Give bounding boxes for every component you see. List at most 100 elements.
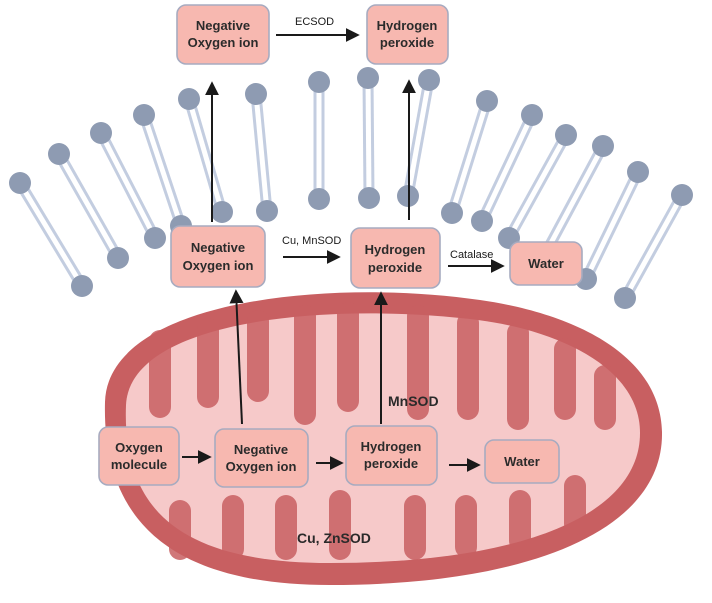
phospholipid [308,71,330,210]
lipid-head [471,210,493,232]
crista-fold [407,305,429,420]
lipid-tail [370,77,375,198]
lipid-tail [402,79,427,196]
lipid-tail [96,134,153,241]
lipid-head [256,200,278,222]
box-bot-negative-line-2: Oxygen ion [226,459,297,474]
box-top-negative-oxygen-ion: Negative Oxygen ion [176,4,270,65]
box-bot-negative-line-1: Negative [234,442,288,457]
crista-fold [507,322,529,430]
lipid-tail [627,196,687,301]
lipid-head [555,124,577,146]
phospholipid [471,104,543,232]
lipid-tail [511,136,571,241]
lipid-head [245,83,267,105]
lipid-tail [446,99,485,213]
lipid-head [521,104,543,126]
lipid-head [178,88,200,110]
lipid-head [592,135,614,157]
lipid-head [48,143,70,165]
lipid-tail [477,112,530,220]
crista-fold [247,310,269,402]
lipid-head [357,67,379,89]
crista-fold [509,490,531,552]
box-top-negative-line-1: Negative [196,18,250,33]
crista-fold [294,305,316,425]
phospholipid [48,143,129,269]
box-bot-hydrogen-line-2: peroxide [364,456,418,471]
lipid-tail [546,147,608,259]
box-top-hydrogen-peroxide: Hydrogen peroxide [366,4,449,65]
lipid-tail [146,113,187,226]
label-ecsod: ECSOD [295,16,334,28]
lipid-tail [250,94,265,212]
lipid-head [90,122,112,144]
box-mid-negative-line-1: Negative [191,240,245,255]
box-mid-hydrogen-line-1: Hydrogen [365,242,426,257]
crista-fold [222,495,244,560]
box-mid-water-line-1: Water [528,256,564,271]
crista-fold [564,475,586,535]
phospholipid [397,69,440,207]
phospholipid [245,83,278,222]
lipid-head [211,201,233,223]
phospholipid [357,67,380,209]
box-top-negative-line-2: Oxygen ion [188,35,259,50]
box-mid-hydrogen-peroxide: Hydrogen peroxide [350,227,441,289]
box-mid-water: Water [509,241,583,286]
phospholipid [614,184,693,309]
mitochondrion-cristae [149,302,616,560]
label-cu-mnsod: Cu, MnSOD [282,235,341,247]
lipid-tail [581,169,636,278]
lipid-tail [103,130,160,237]
lipid-head [418,69,440,91]
lipid-tail [191,97,228,212]
phospholipid [90,122,166,249]
lipid-tail [539,143,601,255]
box-bot-hydrogen-line-1: Hydrogen [361,439,422,454]
box-bot-water: Water [484,439,560,484]
crista-fold [455,495,477,558]
lipid-tail [258,93,273,211]
lipid-head [71,275,93,297]
lipid-head [614,287,636,309]
lipid-head [144,227,166,249]
box-bot-hydrogen-peroxide: Hydrogen peroxide [345,425,438,486]
box-mid-hydrogen-line-2: peroxide [368,260,422,275]
phospholipid [441,90,498,224]
lipid-tail [138,115,179,228]
crista-fold [149,330,171,418]
lipid-tail [183,99,220,214]
crista-fold [404,495,426,560]
box-bot-water-line-1: Water [504,454,540,469]
box-bot-oxygen-molecule: Oxygen molecule [98,426,180,486]
box-top-hydrogen-line-2: peroxide [380,35,434,50]
phospholipid [575,161,649,290]
crista-fold [169,500,191,560]
reaction-arrows [182,28,505,472]
phospholipid [9,172,93,297]
crista-fold [337,302,359,412]
lipid-head [9,172,31,194]
lipid-tail [22,180,87,285]
crista-fold [275,495,297,560]
box-bot-negative-oxygen-ion: Negative Oxygen ion [214,428,309,488]
crista-fold [594,365,616,430]
box-bot-oxygen-line-2: molecule [111,457,167,472]
lipid-head [308,71,330,93]
phospholipid [133,104,192,237]
label-cu-znsod: Cu, ZnSOD [297,530,371,546]
crista-fold [554,338,576,420]
lipid-bilayer-membrane [9,67,693,309]
box-mid-negative-line-2: Oxygen ion [183,258,254,273]
lipid-tail [410,80,435,197]
lipid-tail [620,192,680,297]
label-mnsod: MnSOD [388,393,439,409]
lipid-head [308,188,330,210]
box-top-hydrogen-line-1: Hydrogen [377,18,438,33]
lipid-head [358,187,380,209]
lipid-tail [484,116,537,224]
lipid-head [107,247,129,269]
enzyme-labels: ECSOD Cu, MnSOD Catalase MnSOD Cu, ZnSOD [282,16,493,546]
